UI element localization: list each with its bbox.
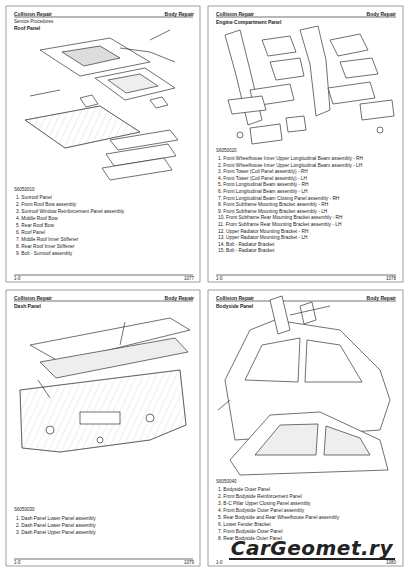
page-header: Collision Repair (14, 296, 52, 301)
part-list-item: 4. Middle Roof Bow (16, 217, 58, 222)
page-footer: 1-0 (216, 561, 223, 566)
section-heading: Bodyside Panel (216, 304, 253, 309)
page-header: Collision Repair (216, 12, 254, 17)
part-list-item: 12. Upper Radiator Mounting Bracket - RH (218, 230, 308, 235)
page-footer: 1-0 (14, 277, 21, 282)
part-list-item: 11. Front Subframe Rear Mounting Bracket… (218, 223, 341, 228)
figure-code: S6050040 (216, 480, 237, 485)
part-list-item: 1. Sunroof Panel (16, 196, 52, 201)
figure-code: S6050020 (216, 149, 237, 154)
part-list-item: 6. Roof Panel (16, 231, 45, 236)
page-number: 1079 (184, 561, 194, 566)
part-list-item: 3. B-C Pillar Upper Closing Panel assemb… (218, 502, 311, 507)
part-list-item: 6. Front Longitudinal Beam assembly - LH (218, 190, 308, 195)
section-heading: Service Procedures (14, 20, 53, 25)
part-list-item: 15. Bolt - Radiator Bracket (218, 249, 274, 254)
part-list-item: 7. Middle Roof Inner Stiffener (16, 238, 78, 243)
page-header: Collision Repair (14, 12, 52, 17)
page-number: 1080 (386, 561, 396, 566)
page-number: 1078 (386, 277, 396, 282)
part-list-item: 8. Rear Roof Inner Stiffener (16, 245, 75, 250)
part-list-item: 5. Rear Roof Bow (16, 224, 54, 229)
watermark: CarGeomet.ry (229, 538, 395, 560)
part-list-item: 7. Front Bodyside Outer Panel (218, 530, 283, 535)
part-list-item: 2. Front Bodyside Reinforcement Panel (218, 495, 302, 500)
part-list-item: 2. Front Roof Bow assembly (16, 203, 76, 208)
part-list-item: 8. Front Subframe Mounting Bracket assem… (218, 203, 328, 208)
part-list-item: 9. Front Subframe Mounting Bracket assem… (218, 210, 327, 215)
part-list-item: 1. Bodyside Outer Panel (218, 488, 270, 493)
part-list-item: 10. Front Subframe Rear Mounting Bracket… (218, 216, 343, 221)
part-list-item: 6. Lower Fender Bracket (218, 523, 271, 528)
page-number: 1077 (184, 277, 194, 282)
section-heading: Dash Panel (14, 304, 41, 309)
section-heading: Engine Compartment Panel (216, 20, 281, 25)
part-list-item: 9. Bolt - Sunroof assembly (16, 252, 72, 257)
page-header: Body Repair (367, 296, 396, 301)
part-list-item: 5. Rear Bodyside and Rear Wheelhouse Pan… (218, 516, 339, 521)
figure-code: S6050010 (14, 188, 35, 193)
figure-code: S6050030 (14, 508, 35, 513)
part-list-item: 1. Front Wheelhouse Inner Upper Longitud… (218, 157, 363, 162)
part-list-item: 5. Front Longitudinal Beam assembly - RH (218, 183, 308, 188)
part-list-item: 4. Front Bodyside Outer Panel assembly (218, 509, 304, 514)
part-list-item: 13. Upper Radiator Mounting Bracket - LH (218, 236, 308, 241)
page-header: Collision Repair (216, 296, 254, 301)
part-list-item: 2. Dash Panel Lower Panel assembly (16, 524, 96, 529)
part-list-item: 3. Sunroof Window Reinforcement Panel as… (16, 210, 124, 215)
part-list-item: 2. Front Wheelhouse Inner Upper Longitud… (218, 164, 362, 169)
part-list-item: 7. Front Longitudinal Beam Closing Panel… (218, 197, 339, 202)
part-list-item: 3. Dash Panel Upper Panel assembly (16, 531, 96, 536)
section-heading: Roof Panel (14, 26, 40, 31)
part-list-item: 14. Bolt - Radiator Bracket (218, 243, 274, 248)
part-list-item: 3. Front Tower (Coil Panel assembly) - R… (218, 170, 308, 175)
page-footer: 1-0 (14, 561, 21, 566)
page-header: Body Repair (367, 12, 396, 17)
part-list-item: 1. Dash Panel Lower Panel assembly (16, 517, 96, 522)
page-header: Body Repair (165, 296, 194, 301)
page-footer: 1-0 (216, 277, 223, 282)
part-list-item: 4. Front Tower (Coil Panel assembly) - L… (218, 177, 307, 182)
page-header: Body Repair (165, 12, 194, 17)
